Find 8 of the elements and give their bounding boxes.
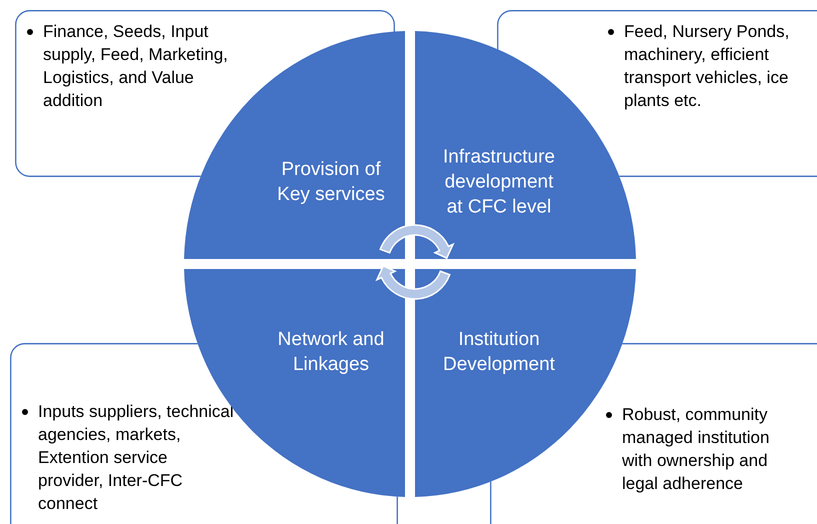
bullet-text: Inputs suppliers, technical agencies, markets, Extention service provider, Inter-CFC connect [38, 401, 235, 515]
quadrant-label: Network and Linkages [276, 328, 386, 377]
bullet-text: Feed, Nursery Ponds, machinery, efficient transport vehicles, ice plants etc. [624, 21, 790, 112]
quadrant-label: Infrastructure development at CFC level [442, 146, 556, 220]
bullet-text: Robust, community managed institution with ownership and legal adherence [622, 404, 770, 495]
bullet-text: Finance, Seeds, Input supply, Feed, Marketing, Logistics, and Value addition [43, 21, 229, 112]
quadrant-label: Institution Development [442, 328, 556, 377]
quadrant-label: Provision of Key services [276, 158, 386, 207]
